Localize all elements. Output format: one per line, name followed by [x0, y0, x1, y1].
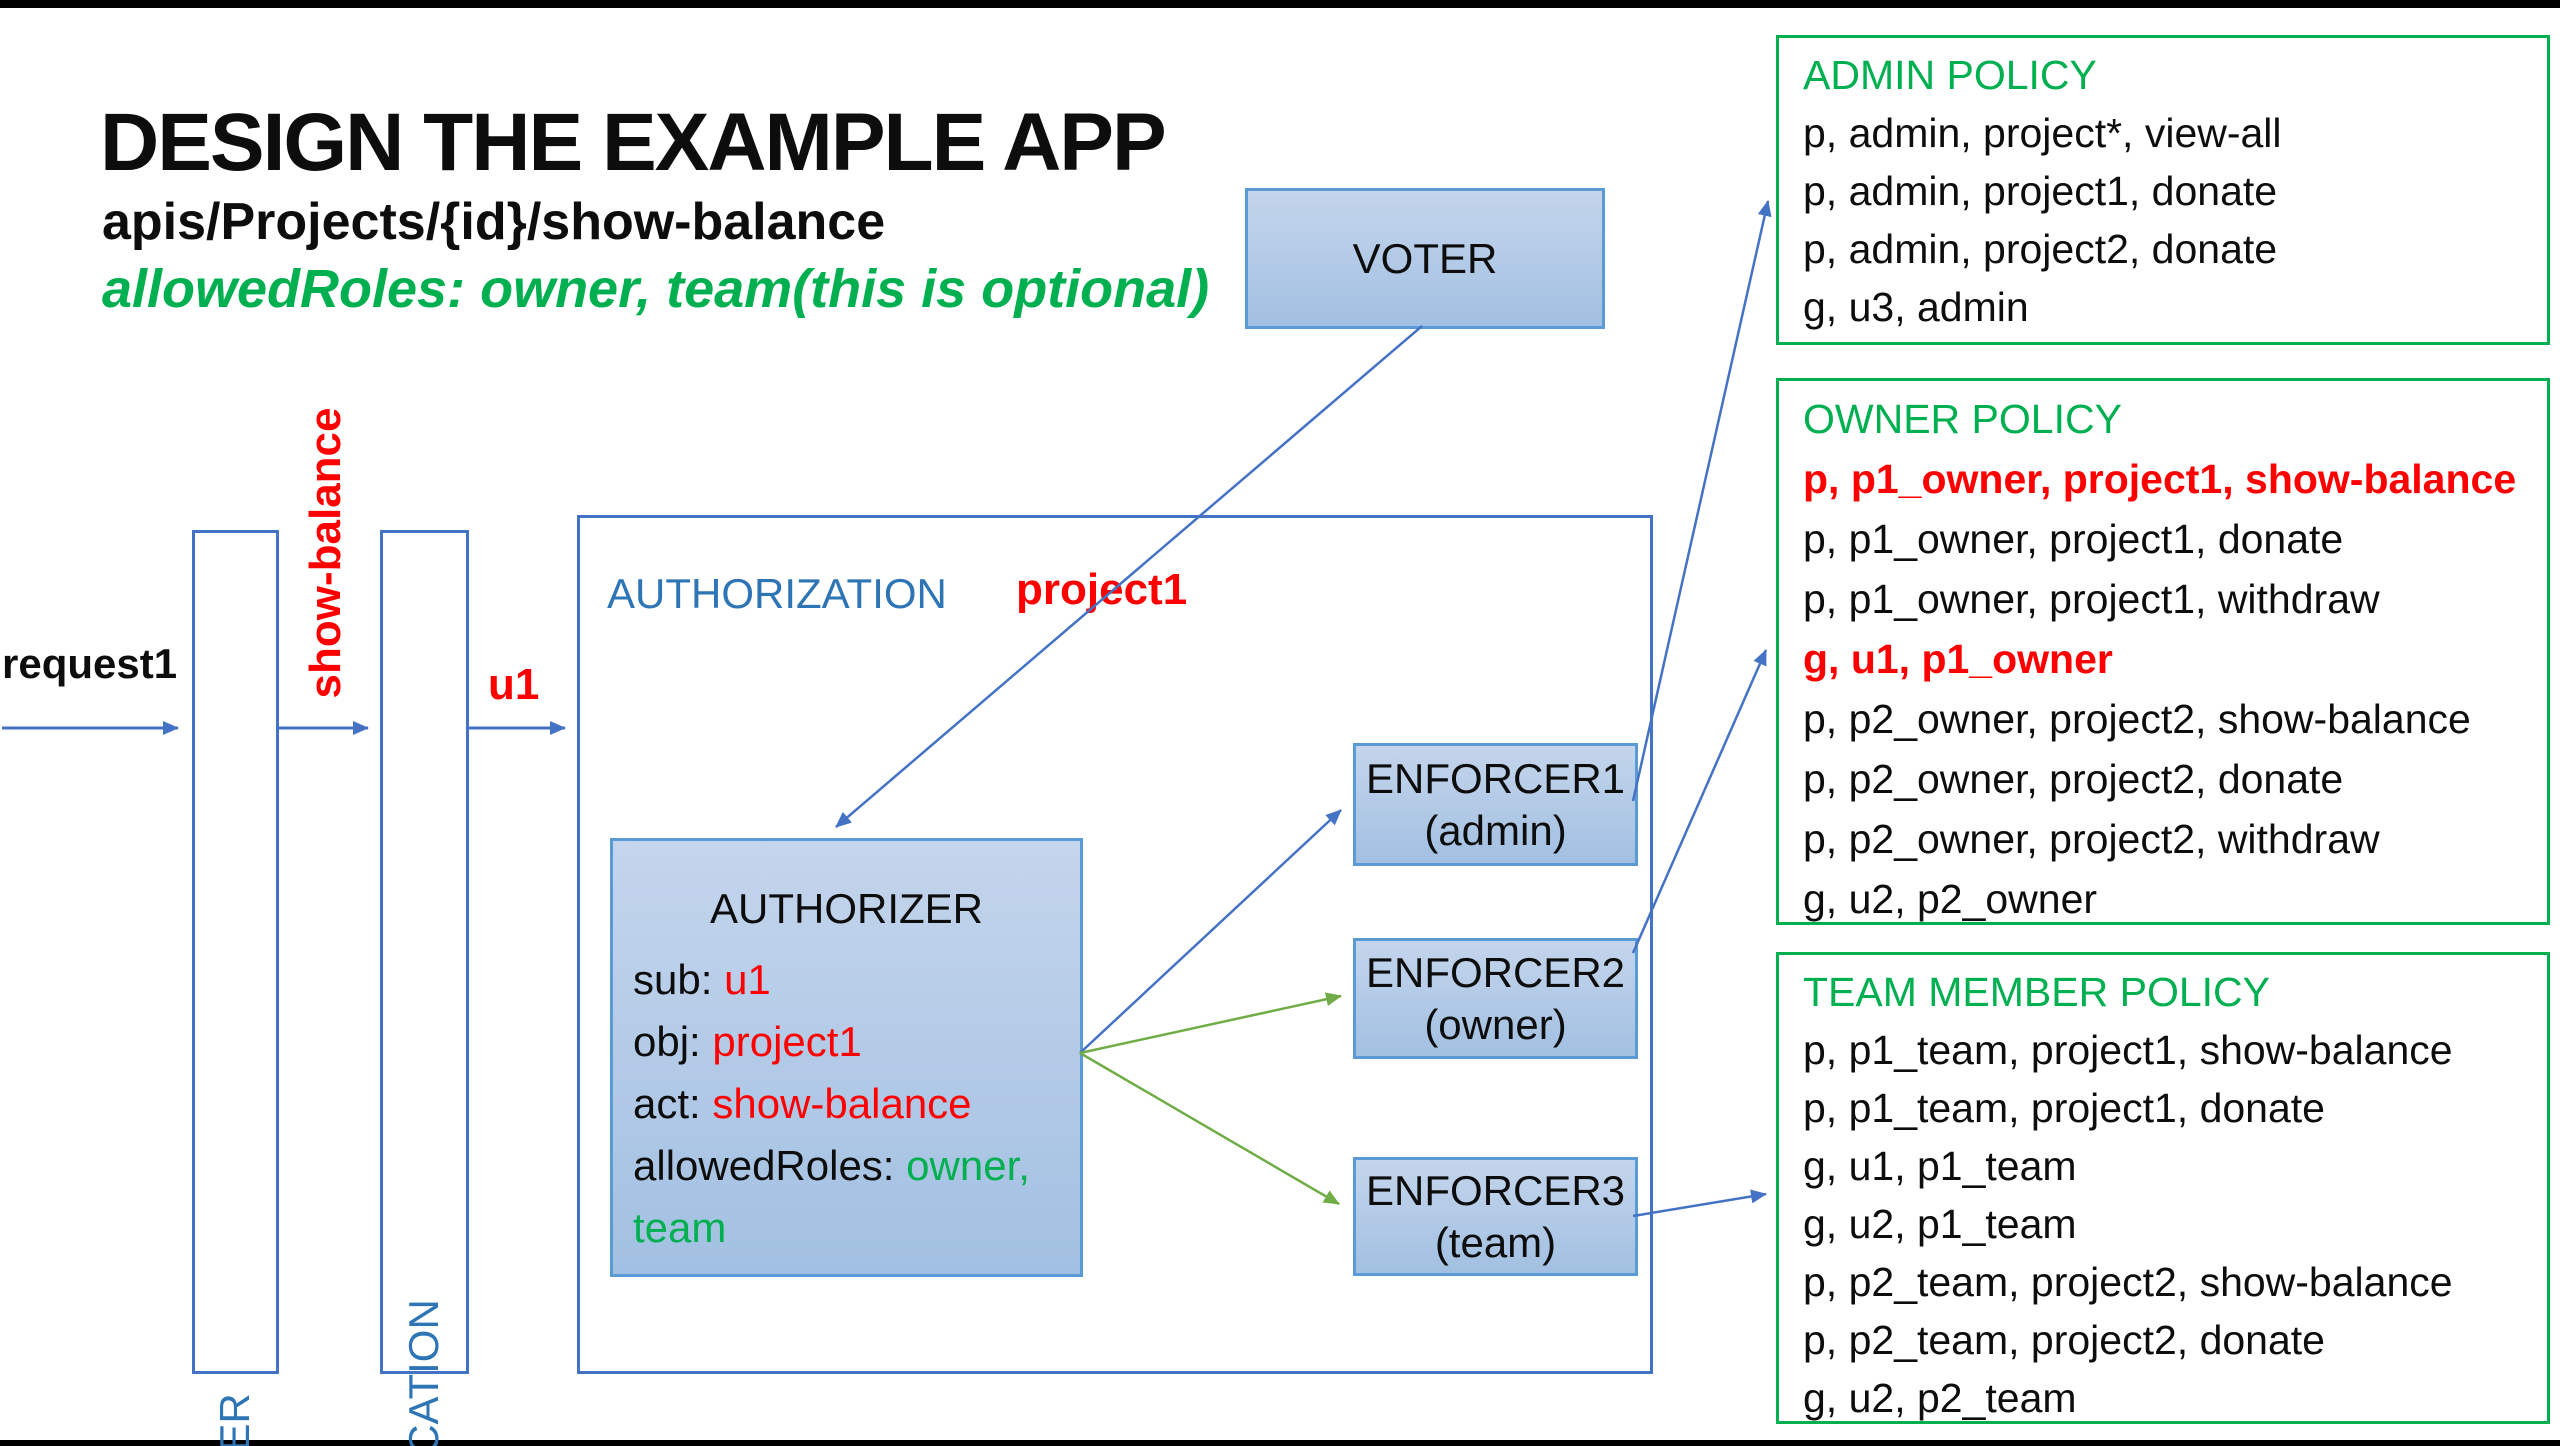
enforcer1-role: (admin): [1424, 806, 1567, 854]
authorizer-attributes: sub: u1 obj: project1 act: show-balance all…: [613, 949, 1080, 1259]
enforcer2-name: ENFORCER2: [1365, 948, 1626, 996]
authorizer-box: AUTHORIZER sub: u1 obj: project1 act: show…: [610, 838, 1083, 1277]
top-letterbox-bar: [0, 0, 2560, 8]
authentication-box: AUTHENTICATION: [380, 530, 469, 1446]
policy-rule: p, admin, project1, donate: [1803, 168, 2278, 214]
arrow-enforcer1-to-admin-policy: [1631, 200, 1772, 802]
authorizer-title: AUTHORIZER: [710, 885, 983, 932]
policy-rule: p, p1_team, project1, donate: [1803, 1085, 2325, 1131]
api-route-subtitle: apis/Projects/{id}/show-balance: [102, 193, 886, 251]
admin-policy-title: ADMIN POLICY: [1803, 52, 2097, 98]
owner-policy-title: OWNER POLICY: [1803, 396, 2122, 442]
authorizer-attribute-line: act: show-balance: [633, 1080, 972, 1127]
allowed-roles-note: allowedRoles: owner, team(this is option…: [102, 259, 1210, 319]
policy-rule: p, p1_owner, project1, show-balance: [1803, 456, 2517, 502]
enforcer1-box: ENFORCER1 (admin): [1353, 743, 1638, 866]
router-box: ROUTER: [192, 530, 279, 1446]
arrow-voter-to-authorizer: [835, 325, 1423, 828]
page-title: DESIGN THE EXAMPLE APP: [100, 97, 1167, 188]
policy-rule: p, p2_team, project2, donate: [1803, 1317, 2325, 1363]
admin-policy-box: ADMIN POLICY p, admin, project*, view-al…: [1776, 35, 2550, 345]
authorizer-attribute-line: team: [633, 1204, 727, 1251]
policy-rule: g, u3, admin: [1803, 284, 2029, 330]
arrow-authorizer-to-enforcer3: [1079, 1051, 1340, 1206]
policy-rule: p, p2_owner, project2, donate: [1803, 756, 2344, 802]
team-policy-rules: p, p1_team, project1, show-balance p, p1_…: [1803, 1021, 2547, 1427]
policy-rule: g, u1, p1_owner: [1803, 636, 2113, 682]
arrow-enforcer3-to-team-policy: [1632, 1189, 1767, 1218]
authorization-label: AUTHORIZATION: [607, 570, 947, 617]
policy-rule: g, u2, p2_team: [1803, 1375, 2077, 1421]
enforcer3-name: ENFORCER3: [1365, 1166, 1626, 1214]
team-policy-box: TEAM MEMBER POLICY p, p1_team, project1,…: [1776, 952, 2550, 1424]
authorizer-attribute-line: obj: project1: [633, 1018, 862, 1065]
admin-policy-rules: p, admin, project*, view-all p, admin, pr…: [1803, 104, 2547, 336]
policy-rule: p, p2_owner, project2, show-balance: [1803, 696, 2471, 742]
arrow-authorizer-to-enforcer1: [1079, 809, 1342, 1054]
u1-flow-label: u1: [488, 660, 540, 709]
voter-box: VOTER: [1245, 188, 1605, 329]
owner-policy-rules: p, p1_owner, project1, show-balance p, p1…: [1803, 449, 2547, 929]
enforcer2-box: ENFORCER2 (owner): [1353, 938, 1638, 1059]
voter-label: VOTER: [1352, 234, 1498, 282]
authorizer-attribute-line: allowedRoles: owner,: [633, 1142, 1030, 1189]
policy-rule: p, admin, project2, donate: [1803, 226, 2278, 272]
enforcer2-role: (owner): [1424, 1000, 1567, 1048]
policy-rule: p, p1_owner, project1, donate: [1803, 516, 2344, 562]
request1-label: request1: [2, 640, 178, 687]
policy-rule: p, p2_team, project2, show-balance: [1803, 1259, 2453, 1305]
policy-rule: p, p1_owner, project1, withdraw: [1803, 576, 2380, 622]
enforcer1-name: ENFORCER1: [1365, 754, 1626, 802]
enforcer3-role: (team): [1434, 1218, 1557, 1266]
policy-rule: g, u2, p2_owner: [1803, 876, 2098, 922]
authorizer-attribute-line: sub: u1: [633, 956, 771, 1003]
enforcer3-box: ENFORCER3 (team): [1353, 1157, 1638, 1276]
authorization-container: [577, 515, 1653, 1374]
owner-policy-box: OWNER POLICY p, p1_owner, project1, show…: [1776, 378, 2550, 925]
policy-rule: g, u1, p1_team: [1803, 1143, 2077, 1189]
bottom-letterbox-bar: [0, 1440, 2560, 1446]
arrow-authorizer-to-enforcer2: [1079, 992, 1342, 1055]
policy-rule: g, u2, p1_team: [1803, 1201, 2077, 1247]
team-policy-title: TEAM MEMBER POLICY: [1803, 969, 2271, 1015]
project1-flow-label: project1: [1016, 565, 1188, 614]
policy-rule: p, p1_team, project1, show-balance: [1803, 1027, 2453, 1073]
policy-rule: p, p2_owner, project2, withdraw: [1803, 816, 2380, 862]
policy-rule: p, admin, project*, view-all: [1803, 110, 2282, 156]
arrow-enforcer2-to-owner-policy: [1631, 649, 1768, 954]
